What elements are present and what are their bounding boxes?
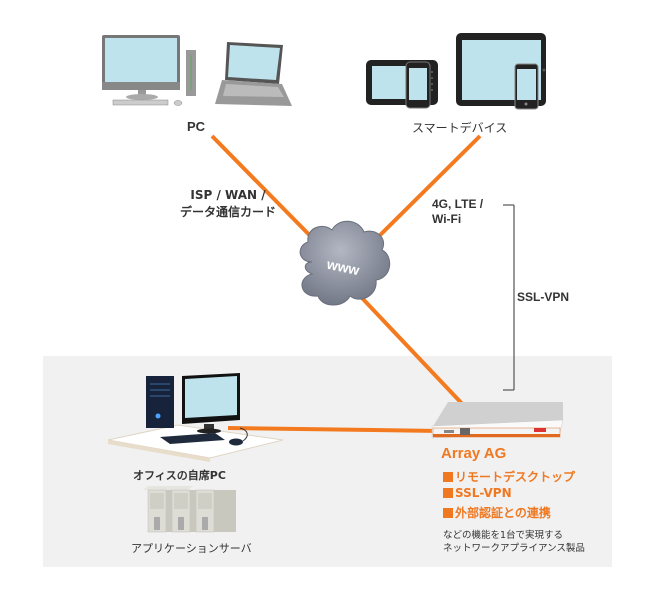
desktop-computer-icon xyxy=(102,35,196,106)
link-internet-to-appliance xyxy=(343,278,470,412)
feature-item: SSL-VPN xyxy=(443,486,512,500)
tablet-icon xyxy=(456,33,546,110)
smart-connection-label-line-1: 4G, LTE / xyxy=(432,197,484,211)
network-appliance-icon xyxy=(431,402,564,439)
appliance-title: Array AG xyxy=(441,445,507,462)
bullet-square-icon xyxy=(443,508,453,518)
feature-item: 外部認証との連携 xyxy=(443,504,551,521)
link-office-pc-to-appliance xyxy=(227,426,441,433)
cloud-label: www xyxy=(325,256,361,279)
bullet-square-icon xyxy=(443,472,453,482)
smart-connection-label-line-2: Wi-Fi xyxy=(432,212,462,226)
office-pc-label: オフィスの自席PC xyxy=(133,469,226,482)
description-line-1: などの機能を1台で実現する xyxy=(443,530,564,541)
pc-connection-label-line-2: データ通信カード xyxy=(180,205,277,219)
laptop-icon xyxy=(215,42,292,106)
description-line-2: ネットワークアプライアンス製品 xyxy=(443,543,585,554)
app-server-label: アプリケーションサーバ xyxy=(131,542,252,555)
ssl-vpn-bracket xyxy=(503,204,515,391)
smartphone-icon xyxy=(405,61,431,109)
pc-connection-label-line-1: ISP / WAN / xyxy=(190,188,266,202)
server-rack-icon xyxy=(143,486,236,533)
pc-label: PC xyxy=(187,119,206,134)
smart-connection-label: 4G, LTE / Wi-Fi xyxy=(432,197,483,227)
ssl-vpn-tunnel-label: SSL-VPN xyxy=(517,290,570,304)
bullet-square-icon xyxy=(443,488,453,498)
feature-item: リモートデスクトップ xyxy=(443,468,575,485)
smart-devices-label: スマートデバイス xyxy=(412,121,508,135)
pc-connection-label: ISP / WAN / データ通信カード xyxy=(180,187,276,221)
office-desktop-icon xyxy=(107,373,284,462)
cloud-icon: www xyxy=(299,220,391,306)
office-zone-background xyxy=(43,356,612,567)
appliance-description: などの機能を1台で実現する ネットワークアプライアンス製品 xyxy=(443,529,585,555)
